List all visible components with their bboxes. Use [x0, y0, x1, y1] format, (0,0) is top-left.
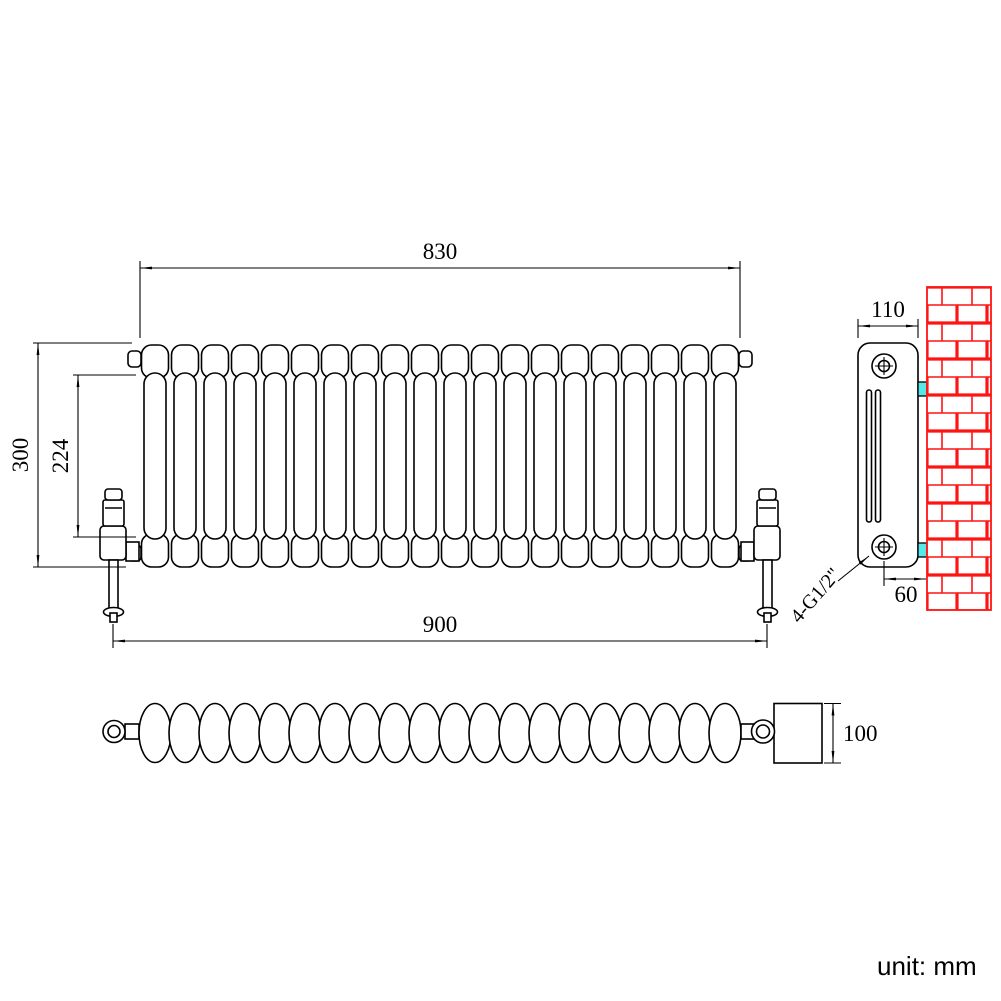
dim-224: 224: [48, 374, 136, 538]
unit-label: unit: mm: [877, 951, 977, 981]
side-view: [857, 286, 992, 611]
dim-60: 60: [883, 561, 926, 607]
dim-300: 300: [8, 342, 132, 568]
left-valve: [99, 488, 140, 623]
radiator-columns: [140, 344, 740, 568]
dim-224-label: 224: [48, 438, 73, 473]
dim-830: 830: [139, 239, 741, 338]
dim-830-label: 830: [423, 239, 458, 264]
side-slot-right: [874, 389, 882, 523]
side-slot-left: [865, 389, 873, 523]
wall-brackets: [917, 381, 928, 558]
dim-100-label: 100: [843, 721, 878, 746]
port-center-marks: [875, 357, 893, 556]
dim-100: 100: [824, 702, 878, 764]
dim-110-label: 110: [871, 297, 905, 322]
connection-callout: 4-G1/2": [786, 555, 870, 627]
brick-wall: [926, 286, 992, 611]
right-valve: [740, 488, 781, 623]
bottom-bracket: [917, 542, 928, 558]
connection-label: 4-G1/2": [786, 564, 845, 627]
plan-right-port: [740, 702, 823, 764]
plan-columns: [138, 702, 742, 764]
front-view: [99, 344, 781, 623]
dim-110: 110: [857, 297, 919, 338]
dim-300-label: 300: [8, 438, 33, 473]
dim-60-label: 60: [895, 582, 918, 607]
plan-view: [102, 702, 823, 764]
dim-900: 900: [112, 612, 768, 648]
plan-left-port: [102, 719, 140, 744]
side-body: [857, 342, 919, 568]
top-bracket: [917, 381, 928, 397]
dim-900-label: 900: [423, 612, 458, 637]
plan-mount-plate: [773, 702, 823, 764]
